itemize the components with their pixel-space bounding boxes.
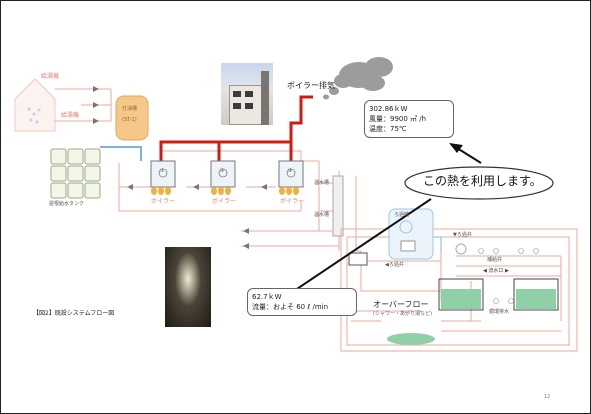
boiler-2-label: ボイラー (212, 198, 237, 205)
oil-tank (115, 95, 149, 141)
pipe-valves (127, 184, 267, 249)
label-rooftop-tank: 屋根給水タンク (49, 201, 85, 207)
overflow-power: 62.7ｋW (252, 293, 282, 301)
label-overflow-sub: (シャワー・あがり湯など) (373, 311, 432, 317)
bath-pool-left (438, 278, 484, 311)
boiler-2 (210, 160, 236, 188)
bath-pool-right (513, 278, 559, 311)
exhaust-power: 302.86ｋW (369, 105, 408, 113)
supply-valves (93, 86, 99, 124)
callout-text: この熱を利用します。 (423, 174, 542, 188)
exhaust-airflow: 風量：9900 ㎥ /h (369, 115, 427, 123)
label-oil-tank: 灯油槽 (122, 106, 138, 112)
water-heater-building (14, 78, 56, 132)
callout-ellipse (404, 166, 554, 200)
label-filter-valve-top: ▼ろ過弁 (453, 232, 472, 238)
label-oil-tank-code: (ST-1) (122, 117, 137, 123)
pool-valves (478, 248, 539, 304)
callout-arrows (278, 147, 482, 302)
overflow-puddle (387, 333, 435, 345)
boiler-1-label: ボイラー (151, 198, 176, 205)
boiler-1 (150, 160, 176, 188)
cold-water-pipe (100, 146, 142, 161)
label-overflow: オーバーフロー (373, 300, 429, 309)
shower-droplets (27, 107, 41, 124)
pump-circle (455, 243, 467, 255)
figure-caption: 【図2】既設システムフロー図 (33, 310, 115, 317)
steam-cloud (323, 57, 393, 100)
label-makeup-valve: 補給弁 (487, 257, 503, 263)
heat-exchanger-column (332, 175, 344, 237)
exhaust-info-box: 302.86ｋW 風量：9900 ㎥ /h 温度：75℃ (364, 100, 454, 138)
boiler-3-label: ボイラー (280, 198, 305, 205)
label-warm-water-tank-2: 温水槽 (314, 212, 330, 218)
label-filter-valve-left: ◀ろ過弁 (385, 262, 404, 268)
page-number: 12 (544, 394, 551, 400)
boiler-3 (278, 160, 304, 188)
label-flow-port: ◀ 流水口 ▶ (483, 268, 509, 274)
tunnel-photo (165, 247, 211, 327)
overflow-flow-rate: 流量：およそ 60 ℓ /min (252, 303, 329, 311)
filter-unit (388, 208, 434, 260)
label-warm-water-tank-1: 温水槽 (314, 180, 330, 186)
boiler-3-number: ③ (288, 168, 293, 174)
label-drain: 循環排水 (489, 309, 510, 315)
boiler-1-number: ① (160, 168, 165, 174)
label-filter-unit: ろ過機 (394, 212, 410, 218)
label-boiler-exhaust: ボイラー排気 (287, 81, 335, 90)
label-water-supply-top: 給湯機 (41, 73, 60, 80)
boiler-flames (151, 187, 299, 195)
exhaust-pipes (159, 95, 313, 161)
pump-box (348, 252, 368, 266)
rooftop-water-tank (50, 148, 101, 199)
exhaust-temperature: 温度：75℃ (369, 125, 407, 133)
label-water-supply-bottom: 給湯機 (61, 112, 80, 119)
boiler-2-number: ② (220, 168, 225, 174)
building-photo (221, 63, 273, 125)
supply-pipes-left (55, 88, 112, 122)
overflow-info-box: 62.7ｋW 流量：およそ 60 ℓ /min (247, 288, 357, 316)
